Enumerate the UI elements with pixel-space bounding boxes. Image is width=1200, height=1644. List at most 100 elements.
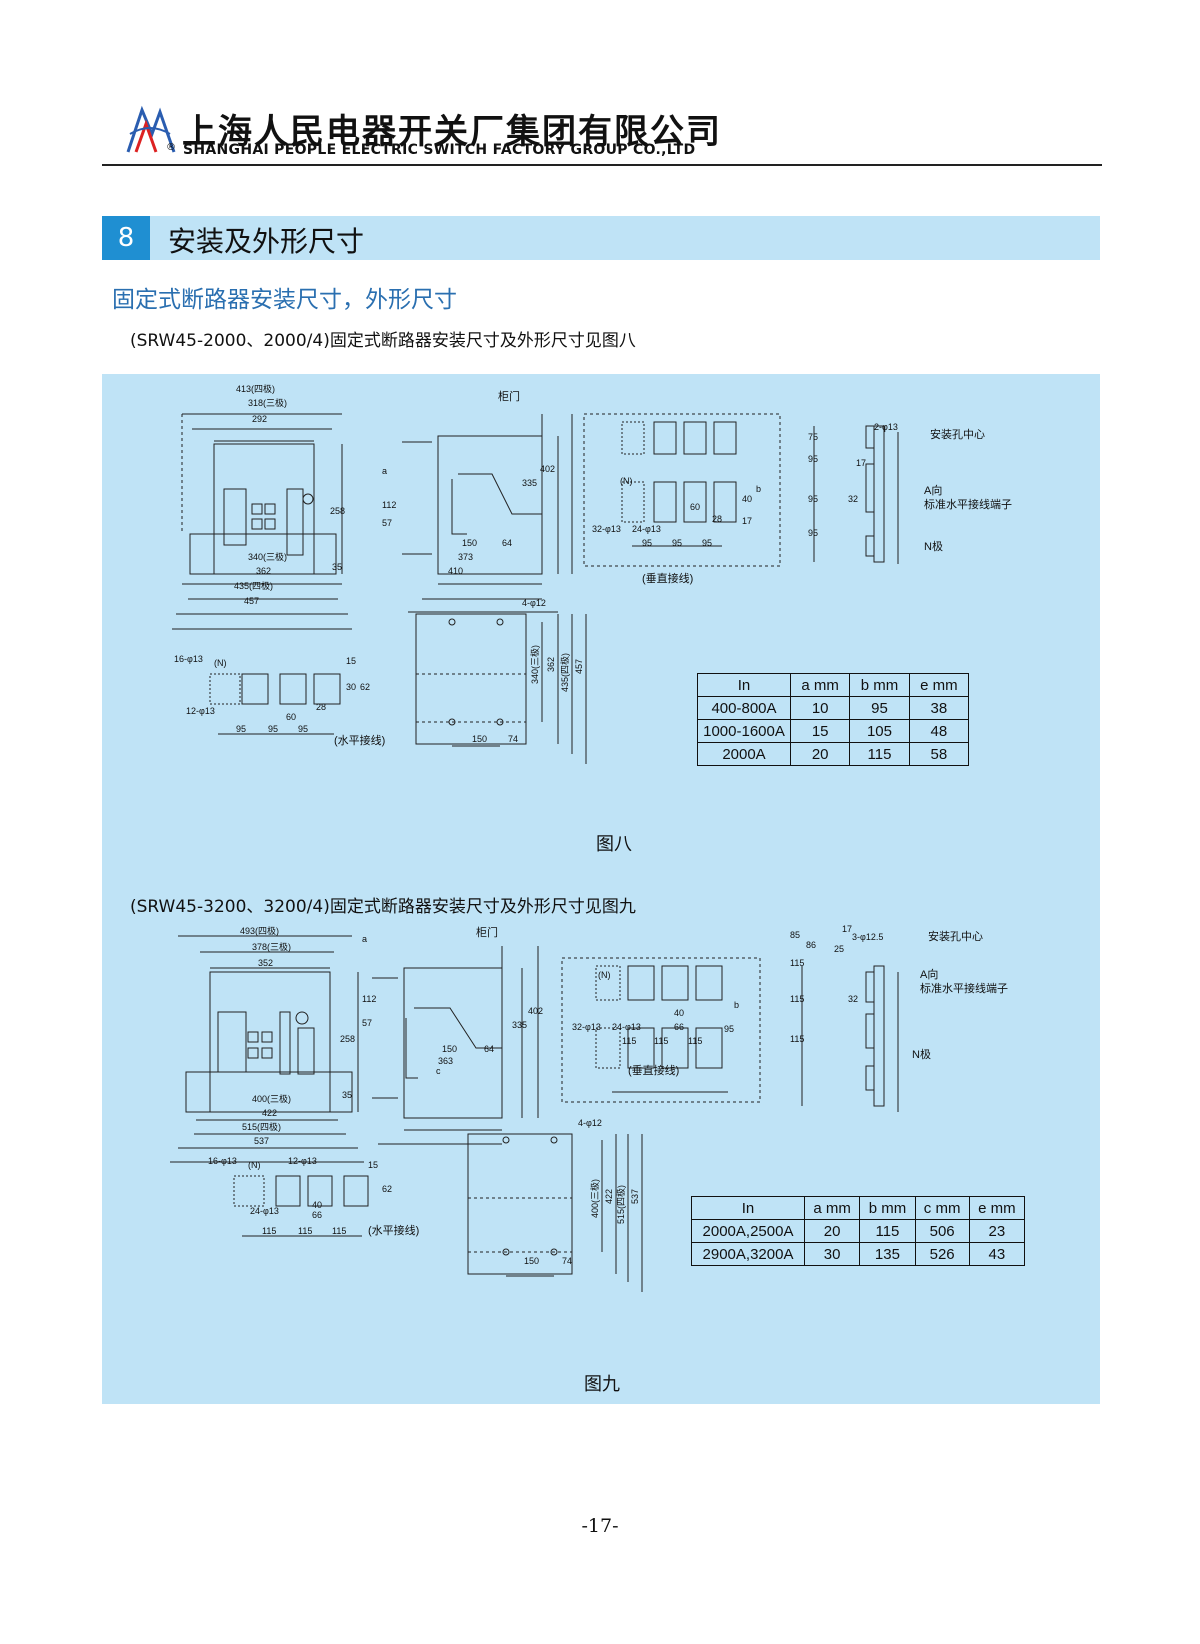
dim-95-c: 95 (702, 538, 712, 548)
dim-75: 75 (808, 432, 818, 442)
dim-402: 402 (540, 464, 555, 474)
dim-115-e: 115 (790, 994, 804, 1004)
dim-15-9: 15 (368, 1160, 378, 1170)
fig9-a-direction-view (801, 965, 899, 1112)
label-door: 柜门 (498, 389, 520, 403)
dim-95-d: 95 (808, 454, 818, 464)
holes-24x13-h9: 24-φ13 (250, 1206, 279, 1216)
fig8-vertical-terminal-view (583, 413, 781, 567)
dim-a: a (382, 466, 387, 476)
dim-62-9: 62 (382, 1184, 392, 1194)
dim-150-p: 150 (472, 734, 487, 744)
dim-95-h: 95 (268, 724, 278, 734)
dim-66-9: 66 (674, 1022, 684, 1032)
dim-28: 28 (712, 514, 722, 524)
fig9-mounting-plate (467, 1133, 643, 1292)
table-cell: 115 (849, 742, 910, 766)
label-std-terminal: 标准水平接线端子 (924, 497, 1012, 511)
dim-435: 435(四极) (234, 580, 273, 591)
dim-150: 150 (462, 538, 477, 548)
label-n-h9: (N) (248, 1160, 261, 1170)
table-header: e mm (908, 673, 970, 697)
dim-352: 352 (258, 958, 273, 968)
dim-422v: 422 (604, 1189, 614, 1204)
dim-64: 64 (502, 538, 512, 548)
table-cell: 58 (908, 742, 970, 766)
figure8-spec-table: In a mm b mm e mm 400-800A 10 95 38 1000… (697, 673, 970, 766)
registered-mark: ® (166, 142, 176, 153)
dim-95-f: 95 (808, 528, 818, 538)
dim-112: 112 (382, 500, 396, 510)
label-vertical-9: (垂直接线) (628, 1063, 679, 1077)
label-horizontal-9: (水平接线) (368, 1223, 419, 1237)
fig8-mounting-plate (415, 613, 587, 764)
label-n-pole-9: N极 (912, 1047, 931, 1061)
dim-74-9: 74 (562, 1256, 572, 1266)
holes-2x13: 2-φ13 (874, 422, 898, 432)
dim-60-h: 60 (286, 712, 296, 722)
dim-95-e: 95 (808, 494, 818, 504)
label-vertical: (垂直接线) (642, 571, 693, 585)
dim-340: 340(三极) (248, 551, 287, 562)
table-header: e mm (968, 1196, 1026, 1220)
holes-32x13: 32-φ13 (592, 524, 621, 534)
dim-515: 515(四极) (242, 1121, 281, 1132)
figure9-drawings: 493(四极) 378(三极) 352 258 400(三极) 422 515(… (170, 924, 1008, 1292)
dim-25-9: 25 (834, 944, 844, 954)
dim-57-9: 57 (362, 1018, 372, 1028)
holes-4x12-9: 4-φ12 (578, 1118, 602, 1128)
dim-74: 74 (508, 734, 518, 744)
table-header: In (697, 673, 791, 697)
table-cell: 20 (789, 742, 851, 766)
fig9-horizontal-terminal-view (233, 1175, 369, 1237)
table-row: 2900A,3200A 30 135 526 43 (691, 1242, 1026, 1266)
dim-17: 17 (742, 516, 752, 526)
table-cell: 526 (914, 1242, 970, 1266)
table-cell: 38 (908, 696, 970, 720)
dim-95-b: 95 (672, 538, 682, 548)
dim-115-a: 115 (622, 1036, 636, 1046)
label-n-9: (N) (598, 970, 611, 980)
dim-362: 362 (256, 566, 271, 576)
dim-112-9: 112 (362, 994, 376, 1004)
dim-150-p9: 150 (524, 1256, 539, 1266)
dim-b-9: b (734, 1000, 739, 1010)
dim-515v: 515(四极) (615, 1185, 626, 1224)
page-number: -17- (581, 1515, 619, 1537)
table-header: b mm (849, 673, 910, 697)
table-cell: 115 (859, 1219, 916, 1243)
table-row: 2000A,2500A 20 115 506 23 (691, 1219, 1026, 1243)
dim-378: 378(三极) (252, 941, 291, 952)
dim-64-9: 64 (484, 1044, 494, 1054)
table-cell: 2000A (697, 742, 791, 766)
dim-115-f: 115 (790, 1034, 804, 1044)
dim-413: 413(四极) (236, 383, 275, 394)
table-header: c mm (914, 1196, 970, 1220)
dim-340v: 340(三极) (529, 645, 540, 684)
dim-57: 57 (382, 518, 392, 528)
dim-62: 62 (360, 682, 370, 692)
dim-95-9: 95 (724, 1024, 734, 1034)
dim-32: 32 (848, 494, 858, 504)
dim-457v: 457 (574, 659, 584, 674)
dim-258: 258 (330, 506, 345, 516)
label-mount-center: 安装孔中心 (930, 427, 985, 441)
label-door-9: 柜门 (476, 925, 498, 939)
table-cell: 23 (968, 1219, 1026, 1243)
dim-115-g: 115 (262, 1226, 276, 1236)
label-horizontal: (水平接线) (334, 733, 385, 747)
dim-115-d: 115 (790, 958, 804, 968)
table-cell: 20 (803, 1219, 861, 1243)
fig8-horizontal-terminal-view (209, 673, 341, 735)
dim-402-9: 402 (528, 1006, 543, 1016)
dim-335: 335 (522, 478, 537, 488)
dim-318: 318(三极) (248, 397, 287, 408)
table-row: 400-800A 10 95 38 (697, 696, 970, 720)
dim-410: 410 (448, 566, 463, 576)
dim-95-a: 95 (642, 538, 652, 548)
dim-400v: 400(三极) (589, 1179, 600, 1218)
dim-292: 292 (252, 414, 267, 424)
table-cell: 1000-1600A (697, 719, 791, 743)
holes-16x13: 16-φ13 (174, 654, 203, 664)
figure9-spec-table: In a mm b mm c mm e mm 2000A,2500A 20 11… (691, 1196, 1026, 1266)
